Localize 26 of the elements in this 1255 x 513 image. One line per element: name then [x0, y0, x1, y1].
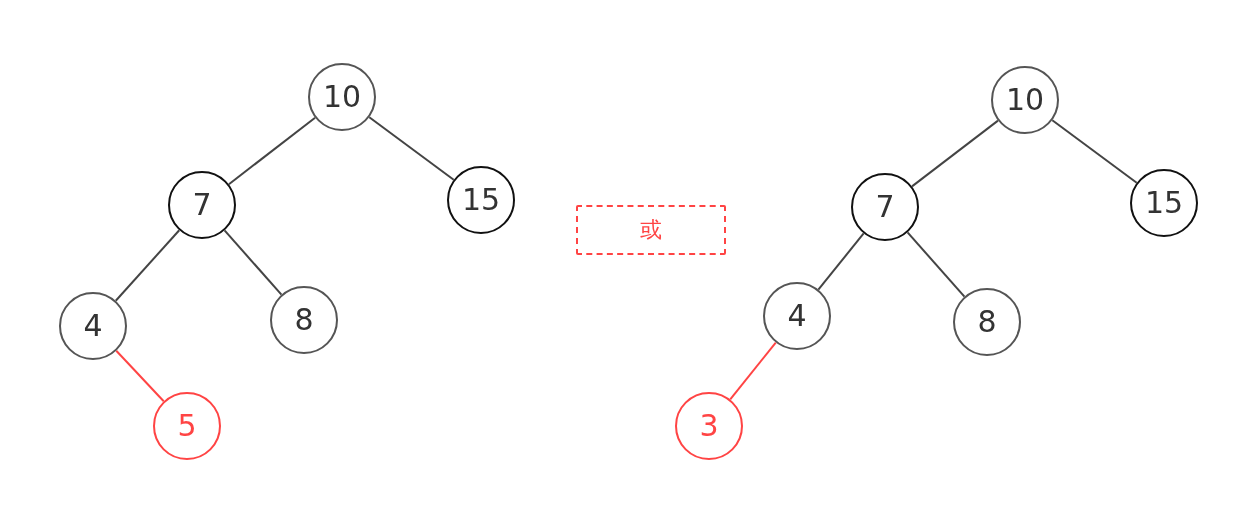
node-value: 8: [294, 305, 314, 335]
node-value: 4: [83, 311, 103, 341]
connector-line: [223, 229, 283, 296]
node-value: 7: [875, 192, 895, 222]
connector-line: [817, 232, 865, 291]
node-value: 8: [977, 307, 997, 337]
connector-line: [911, 119, 999, 188]
connector-line: [906, 231, 966, 298]
node-value: 4: [787, 301, 807, 331]
connector-line: [368, 116, 455, 181]
node-value: 10: [1005, 85, 1045, 115]
node-value: 15: [1144, 188, 1184, 218]
connector-line: [729, 341, 777, 401]
label-text: 或: [640, 219, 662, 241]
connector-line: [227, 116, 317, 186]
connector-line: [1051, 119, 1138, 184]
tree-node-circle: [59, 292, 127, 360]
connector-line: [115, 349, 165, 403]
node-value: 10: [322, 82, 362, 112]
connector-line: [114, 229, 181, 302]
node-value: 7: [192, 190, 212, 220]
node-value: 3: [699, 411, 719, 441]
node-value: 15: [461, 185, 501, 215]
tree-node-circle: [168, 171, 236, 239]
dashed-box: [576, 205, 726, 255]
node-value: 5: [177, 411, 197, 441]
